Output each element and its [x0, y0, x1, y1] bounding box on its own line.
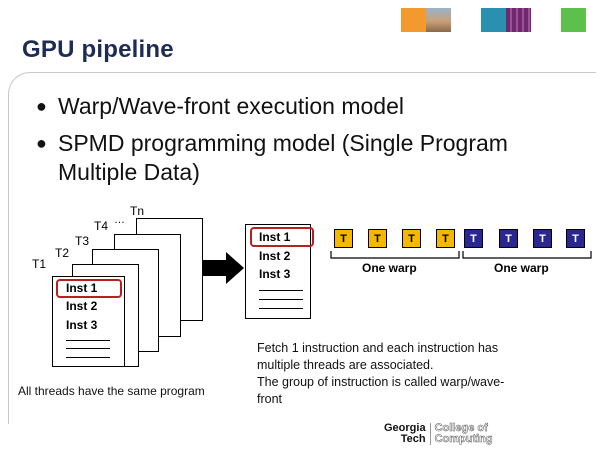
decor-image-chip: [506, 8, 531, 32]
warp1-label: One warp: [362, 261, 417, 275]
warp1-thread-box: T: [436, 229, 455, 248]
bullet-dot-icon: ●: [36, 133, 47, 153]
georgia-tech-logo: Georgia Tech College of Computing: [384, 422, 493, 445]
fetched-code-line: [259, 290, 303, 291]
inst1-highlight: [56, 279, 122, 298]
bullet-dot-icon: ●: [36, 96, 47, 116]
bullet-item: ● SPMD programming model (Single Program…: [36, 129, 576, 187]
explanation-line: multiple threads are associated.: [257, 358, 434, 372]
slide-frame: [8, 72, 596, 424]
explanation-line: The group of instruction is called warp/…: [257, 375, 505, 389]
thread-label-t2: T2: [55, 246, 70, 260]
warp2-thread-box: T: [499, 229, 518, 248]
logo-college-of-computing: College of Computing: [434, 422, 493, 445]
thread-inst-2: Inst 2: [66, 299, 98, 313]
warp2-thread-box: T: [566, 229, 585, 248]
fetched-inst-3: Inst 3: [259, 267, 291, 281]
thread-label-t4: T4: [94, 219, 109, 233]
thread-code-line: [66, 340, 110, 341]
fetched-inst-2: Inst 2: [259, 249, 291, 263]
thread-label-ellipsis: …: [114, 214, 125, 226]
fetched-code-line: [259, 299, 303, 300]
slide-title: GPU pipeline: [22, 36, 174, 63]
right-arrow-icon: [202, 252, 244, 284]
explanation-line: front: [257, 392, 283, 406]
thread-page-t1: [52, 276, 125, 367]
fetched-inst1-highlight: [250, 227, 314, 247]
fetched-inst-1: Inst 1: [259, 230, 291, 244]
logo-divider: [429, 423, 431, 445]
thread-label-tn: Tn: [130, 204, 145, 218]
bullet-list: ● Warp/Wave-front execution model ● SPMD…: [36, 92, 576, 195]
bullet-text: SPMD programming model (Single Program M…: [58, 130, 508, 185]
thread-code-line: [66, 348, 110, 349]
fetched-code-line: [259, 308, 303, 309]
decor-square-orange: [401, 8, 426, 32]
bullet-text: Warp/Wave-front execution model: [58, 93, 404, 119]
decor-image-building: [426, 8, 451, 32]
logo-georgia-tech: Georgia Tech: [384, 422, 426, 445]
thread-label-t3: T3: [75, 234, 90, 248]
warp1-thread-box: T: [334, 229, 353, 248]
threads-caption: All threads have the same program: [18, 384, 205, 398]
decor-square-green: [561, 8, 586, 32]
thread-inst-3: Inst 3: [66, 318, 98, 332]
decor-square-teal: [481, 8, 506, 32]
explanation-text: Fetch 1 instruction and each instruction…: [257, 340, 557, 408]
fetched-program-page: [245, 224, 311, 319]
warp2-thread-box: T: [464, 229, 483, 248]
warp2-thread-box: T: [533, 229, 552, 248]
warp1-thread-box: T: [402, 229, 421, 248]
explanation-line: Fetch 1 instruction and each instruction…: [257, 341, 499, 355]
bullet-item: ● Warp/Wave-front execution model: [36, 92, 576, 121]
warp2-label: One warp: [494, 261, 549, 275]
thread-inst-1: Inst 1: [66, 281, 98, 295]
warp1-brace: [330, 251, 460, 259]
warp1-thread-box: T: [368, 229, 387, 248]
thread-label-t1: T1: [32, 257, 47, 271]
thread-code-line: [66, 357, 110, 358]
warp2-brace: [462, 251, 592, 259]
